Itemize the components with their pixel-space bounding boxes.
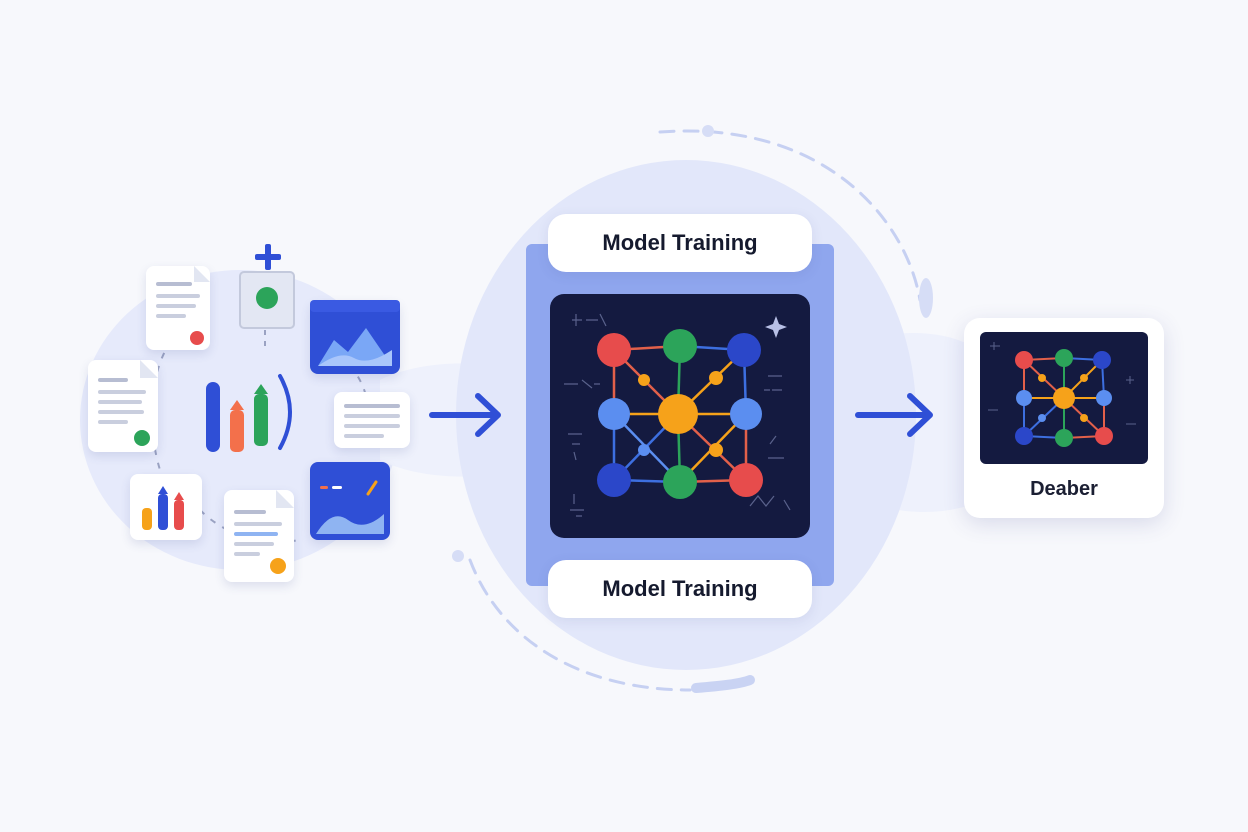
document-icon — [88, 360, 158, 452]
orbit-accent — [691, 675, 755, 693]
orbit-dash-top — [658, 129, 922, 302]
node — [1038, 374, 1046, 382]
sparkle-icon — [765, 316, 787, 338]
node — [730, 398, 762, 430]
output-card: Deaber — [964, 318, 1164, 518]
image-icon — [310, 462, 390, 540]
node — [597, 333, 631, 367]
add-data-icon — [238, 240, 298, 332]
arrow-right-icon — [429, 393, 501, 437]
output-network-thumbnail — [980, 332, 1148, 464]
image-icon — [310, 300, 400, 374]
network-nodes — [597, 329, 763, 499]
orbit-dot — [702, 125, 714, 137]
node — [658, 394, 698, 434]
node — [1053, 387, 1075, 409]
node — [638, 444, 650, 456]
node — [1096, 390, 1112, 406]
node — [709, 371, 723, 385]
node — [729, 463, 763, 497]
math-notes — [564, 313, 791, 517]
document-icon — [146, 266, 210, 350]
node — [1015, 351, 1033, 369]
node — [1038, 414, 1046, 422]
node — [1055, 349, 1073, 367]
bar-chart-icon — [200, 370, 300, 456]
node — [1015, 427, 1033, 445]
node — [1016, 390, 1032, 406]
orbit-dot — [919, 278, 933, 318]
node — [1093, 351, 1111, 369]
orbit-dash-bottom — [468, 558, 692, 692]
node — [663, 329, 697, 363]
node — [638, 374, 650, 386]
node — [1055, 429, 1073, 447]
node — [1095, 427, 1113, 445]
document-icon — [224, 490, 294, 582]
stage-top-label: Model Training — [548, 214, 812, 272]
output-label: Deaber — [1030, 478, 1098, 500]
stage-bottom-label: Model Training — [548, 560, 812, 618]
node — [727, 333, 761, 367]
network-nodes — [1015, 349, 1113, 447]
node — [1080, 414, 1088, 422]
node — [1080, 374, 1088, 382]
math-notes — [988, 342, 1136, 425]
node — [663, 465, 697, 499]
node — [598, 398, 630, 430]
orbit-dot — [452, 550, 464, 562]
document-icon — [334, 392, 410, 448]
node — [597, 463, 631, 497]
arrow-right-icon — [855, 393, 933, 437]
training-network-panel — [550, 294, 810, 538]
bar-chart-icon — [130, 474, 202, 540]
node — [709, 443, 723, 457]
